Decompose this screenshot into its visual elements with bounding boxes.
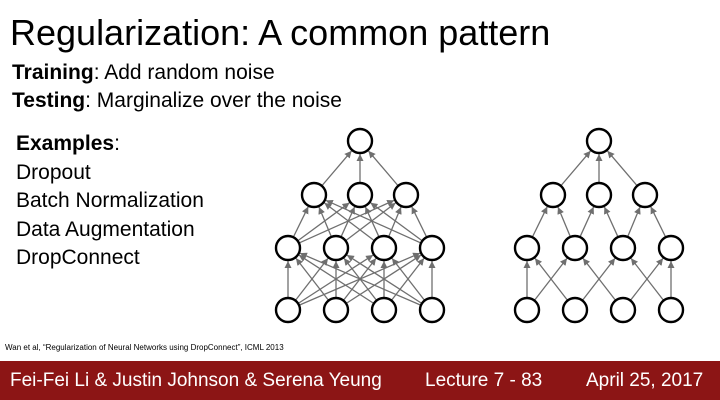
example-item: Data Augmentation [16, 217, 195, 241]
connection-arrow [391, 257, 426, 301]
examples-colon: : [114, 132, 120, 155]
neuron-node [585, 127, 613, 155]
example-item: Batch Normalization [16, 189, 204, 212]
connection-arrow [298, 199, 395, 244]
connection-arrow [321, 150, 353, 187]
testing-label: Testing [12, 89, 86, 112]
neuron-node [322, 234, 350, 262]
connection-arrow [297, 202, 350, 242]
neuron-node [561, 296, 589, 324]
neuron-node [418, 296, 446, 324]
connection-arrow [557, 206, 571, 238]
neuron-node [609, 234, 637, 262]
footer-bar: Fei-Fei Li & Justin Johnson & Serena Yeu… [0, 361, 720, 400]
neuron-node [609, 296, 637, 324]
testing-line: Testing: Marginalize over the noise [12, 88, 342, 114]
connection-arrow [603, 206, 619, 238]
connection-arrow [318, 206, 332, 238]
connection-arrow [295, 257, 330, 301]
connection-arrow [531, 206, 548, 238]
connection-arrow [367, 150, 399, 187]
connection-arrow [560, 150, 592, 187]
neuron-node [539, 181, 567, 209]
connection-arrow [630, 257, 665, 301]
neuron-node [274, 234, 302, 262]
neuron-node [370, 234, 398, 262]
connection-arrow [323, 202, 375, 242]
testing-text: : Marginalize over the noise [85, 89, 342, 112]
neuron-node [561, 234, 589, 262]
fully-connected-network [274, 127, 446, 324]
connection-arrow [340, 206, 356, 238]
neuron-node [585, 181, 613, 209]
connection-arrow [299, 252, 422, 306]
neuron-node [392, 181, 420, 209]
connection-arrow [292, 206, 309, 238]
footer-lecture: Lecture 7 - 83 [425, 370, 543, 391]
examples-list: Examples: Dropout Batch Normalization Da… [16, 130, 204, 273]
citation: Wan et al, “Regularization of Neural Net… [5, 343, 284, 352]
connection-arrow [345, 202, 397, 242]
footer-authors: Fei-Fei Li & Justin Johnson & Serena Yeu… [10, 370, 382, 391]
connection-arrow [650, 206, 667, 238]
connection-arrow [534, 257, 569, 301]
neuron-node [370, 296, 398, 324]
neuron-node [513, 296, 541, 324]
training-text: : Add random noise [93, 61, 275, 84]
connection-arrow [364, 206, 380, 238]
neuron-node [346, 127, 374, 155]
slide-title: Regularization: A common pattern [10, 12, 551, 53]
dropconnect-network [513, 127, 685, 324]
neuron-node [322, 296, 350, 324]
training-label: Training [12, 61, 94, 84]
neuron-node [657, 296, 685, 324]
connection-arrow [582, 257, 617, 301]
neuron-node [346, 181, 374, 209]
connection-arrow [627, 206, 641, 238]
neuron-node [657, 234, 685, 262]
neuron-node [513, 234, 541, 262]
neuron-node [274, 296, 302, 324]
connection-arrow [346, 254, 423, 305]
example-item: Dropout [16, 160, 91, 184]
neuron-node [631, 181, 659, 209]
connection-arrow [325, 199, 422, 244]
connection-arrow [579, 206, 595, 238]
neuron-node [418, 234, 446, 262]
connection-arrow [298, 254, 375, 305]
connection-arrow [606, 150, 638, 187]
neuron-node [300, 181, 328, 209]
example-item: DropConnect [16, 246, 140, 269]
connection-arrow [411, 206, 428, 238]
footer-date: April 25, 2017 [586, 370, 704, 391]
examples-heading: Examples: [16, 130, 204, 159]
connection-arrow [370, 202, 423, 242]
network-diagrams [274, 127, 685, 324]
connection-arrow [388, 206, 402, 238]
training-line: Training: Add random noise [12, 60, 275, 86]
examples-label: Examples [16, 132, 115, 155]
